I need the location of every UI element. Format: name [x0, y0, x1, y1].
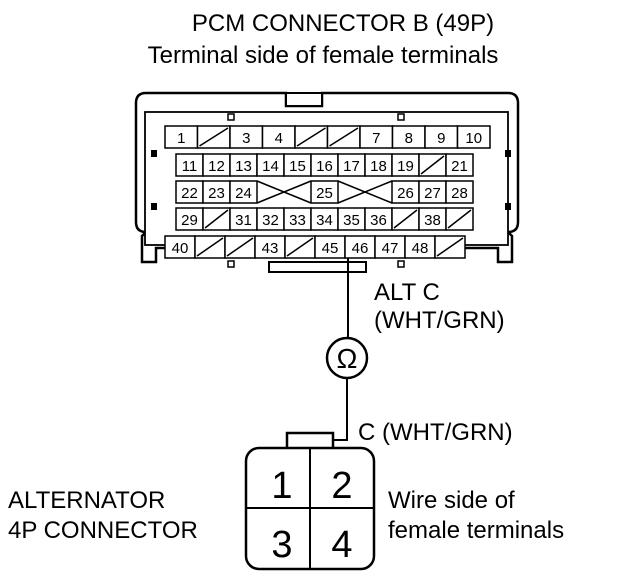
pcm-terminal-number: 17	[343, 158, 360, 175]
pcm-terminal-number: 32	[262, 212, 279, 229]
pcm-terminal-number: 40	[172, 240, 189, 257]
pcm-unused-terminal-mark	[420, 155, 445, 175]
pcm-connector-peg	[151, 203, 157, 210]
pcm-connector-peg	[227, 113, 235, 121]
pcm-terminal-number: 9	[437, 130, 445, 147]
alternator-connector-type: 4P CONNECTOR	[8, 517, 198, 544]
pcm-terminal-number: 7	[372, 130, 380, 147]
pcm-terminal-number: 19	[397, 158, 414, 175]
alternator-terminal-2: 2	[331, 465, 352, 507]
pcm-terminal-number: 16	[316, 158, 333, 175]
alternator-terminal-1: 1	[271, 465, 292, 507]
pcm-terminal-cell	[445, 153, 474, 177]
pcm-terminal-number: 11	[182, 158, 198, 175]
pcm-unused-terminal-mark	[286, 237, 314, 257]
pcm-unused-terminal-mark	[196, 237, 224, 257]
pcm-terminal-number: 21	[451, 158, 468, 175]
ohm-icon: Ω	[337, 343, 358, 374]
pcm-unused-terminal-mark	[199, 127, 229, 147]
c-wire-label: C (WHT/GRN)	[358, 419, 513, 446]
pcm-terminal-number: 25	[316, 185, 333, 202]
pcm-connector-peg	[397, 113, 405, 121]
pcm-empty-cavity-mark	[256, 180, 312, 204]
pcm-terminal-number: 45	[322, 240, 339, 257]
pcm-terminal-number: 14	[262, 158, 279, 175]
alternator-terminal-4: 4	[331, 524, 352, 566]
pcm-connector-peg	[505, 150, 511, 157]
diagram-subtitle: Terminal side of female terminals	[148, 42, 499, 69]
pcm-terminal-number: 23	[208, 185, 225, 202]
pcm-terminal-number: 4	[275, 130, 283, 147]
pcm-terminal-number: 33	[289, 212, 306, 229]
alt-c-label: ALT C	[374, 279, 440, 306]
pcm-terminal-number: 31	[235, 212, 252, 229]
pcm-connector-peg	[505, 203, 511, 210]
pcm-terminal-cell	[445, 180, 474, 204]
pcm-connector-top-tab	[285, 92, 323, 107]
pcm-unused-terminal-mark	[393, 209, 418, 229]
pcm-terminal-number: 3	[242, 130, 250, 147]
pcm-terminal-number: 38	[424, 212, 441, 229]
pcm-terminal-number: 27	[424, 185, 441, 202]
pcm-unused-terminal-mark	[226, 237, 254, 257]
pcm-unused-terminal-mark	[296, 127, 326, 147]
pcm-terminal-number: 48	[412, 240, 429, 257]
pcm-connector-peg	[151, 150, 157, 157]
pcm-terminal-number: 36	[370, 212, 387, 229]
pcm-terminal-number: 8	[405, 130, 413, 147]
diagram-title: PCM CONNECTOR B (49P)	[192, 10, 494, 37]
wire-side-note: female terminals	[388, 517, 564, 544]
pcm-terminal-number: 10	[465, 130, 482, 147]
pcm-terminal-number: 47	[382, 240, 399, 257]
alternator-connector-name: ALTERNATOR	[8, 487, 165, 514]
pcm-connector-peg	[227, 260, 235, 268]
pcm-unused-terminal-mark	[436, 237, 464, 257]
pcm-connector-peg	[397, 260, 405, 268]
wire-side-note: Wire side of	[388, 487, 515, 514]
alternator-terminal-3: 3	[271, 524, 292, 566]
pcm-terminal-number: 43	[262, 240, 279, 257]
pcm-terminal-number: 1	[177, 130, 185, 147]
pcm-terminal-number: 29	[181, 212, 198, 229]
pcm-terminal-number: 28	[451, 185, 468, 202]
pcm-terminal-cell	[310, 180, 339, 204]
pcm-terminal-number: 35	[343, 212, 360, 229]
pcm-connector-latch	[268, 261, 367, 273]
pcm-unused-terminal-mark	[329, 127, 359, 147]
pcm-terminal-number: 34	[316, 212, 333, 229]
pcm-terminal-number: 12	[208, 158, 225, 175]
pcm-empty-cavity-mark	[337, 180, 393, 204]
pcm-terminal-number: 46	[352, 240, 369, 257]
pcm-terminal-cell	[229, 180, 258, 204]
pcm-terminal-number: 24	[235, 185, 252, 202]
alt-c-color-label: (WHT/GRN)	[374, 307, 505, 334]
pcm-terminal-number: 15	[289, 158, 306, 175]
alternator-connector: 1 2 3 4	[244, 431, 376, 571]
pcm-terminal-number: 13	[235, 158, 252, 175]
pcm-terminal-number: 18	[370, 158, 387, 175]
pcm-terminal-number: 26	[397, 185, 414, 202]
c-wire	[318, 378, 348, 441]
pcm-terminal-number: 22	[181, 185, 198, 202]
pcm-unused-terminal-mark	[204, 209, 229, 229]
pcm-unused-terminal-mark	[447, 209, 472, 229]
pcm-terminal-cell	[456, 125, 491, 149]
